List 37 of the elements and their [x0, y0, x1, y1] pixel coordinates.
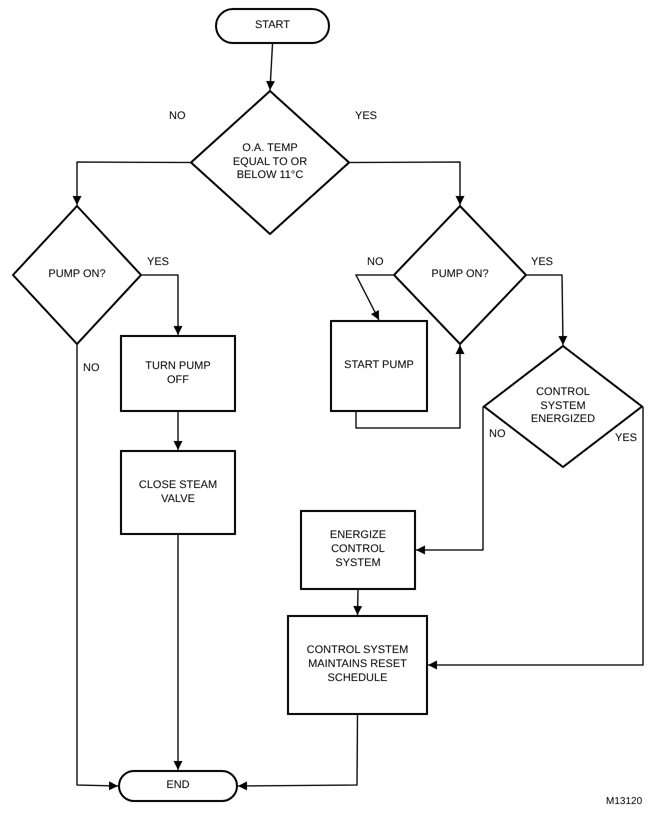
node-label: CONTROL SYSTEM MAINTAINS RESET SCHEDULE — [306, 644, 410, 686]
node-label: O.A. TEMP EQUAL TO OR BELOW 11°C — [232, 142, 308, 184]
arrow — [428, 406, 644, 670]
node-label: START PUMP — [343, 359, 415, 373]
arrow — [416, 406, 484, 554]
decision-diamond — [190, 90, 350, 235]
arrow — [238, 715, 358, 790]
arrow — [355, 345, 464, 429]
arrow — [527, 274, 568, 345]
node-label: TURN PUMP OFF — [144, 360, 212, 388]
arrow — [354, 274, 393, 320]
decision-diamond — [483, 345, 643, 468]
arrow — [76, 345, 118, 790]
arrow — [142, 274, 182, 335]
arrow — [353, 590, 362, 616]
node-label: PUMP ON? — [430, 268, 490, 282]
node-label: START — [254, 19, 292, 33]
arrow — [266, 44, 275, 90]
node-label: ENERGIZE CONTROL SYSTEM — [328, 529, 388, 571]
process-box — [330, 320, 428, 412]
figure-number: M13120 — [606, 796, 642, 807]
arrow — [174, 535, 182, 770]
node-label: END — [165, 779, 191, 793]
terminal-box — [118, 770, 238, 802]
process-box — [300, 510, 416, 590]
decision-diamond — [393, 205, 527, 345]
terminal-box — [215, 8, 330, 44]
node-label: CONTROL SYSTEM ENERGIZED — [530, 386, 596, 428]
process-box — [287, 615, 428, 715]
decision-diamond — [12, 205, 142, 345]
process-box — [120, 335, 236, 412]
node-label: CLOSE STEAM VALVE — [138, 478, 218, 506]
arrow — [350, 161, 464, 205]
process-box — [120, 450, 236, 535]
arrow — [174, 412, 182, 450]
arrow — [72, 161, 190, 205]
node-label: PUMP ON? — [47, 268, 107, 282]
